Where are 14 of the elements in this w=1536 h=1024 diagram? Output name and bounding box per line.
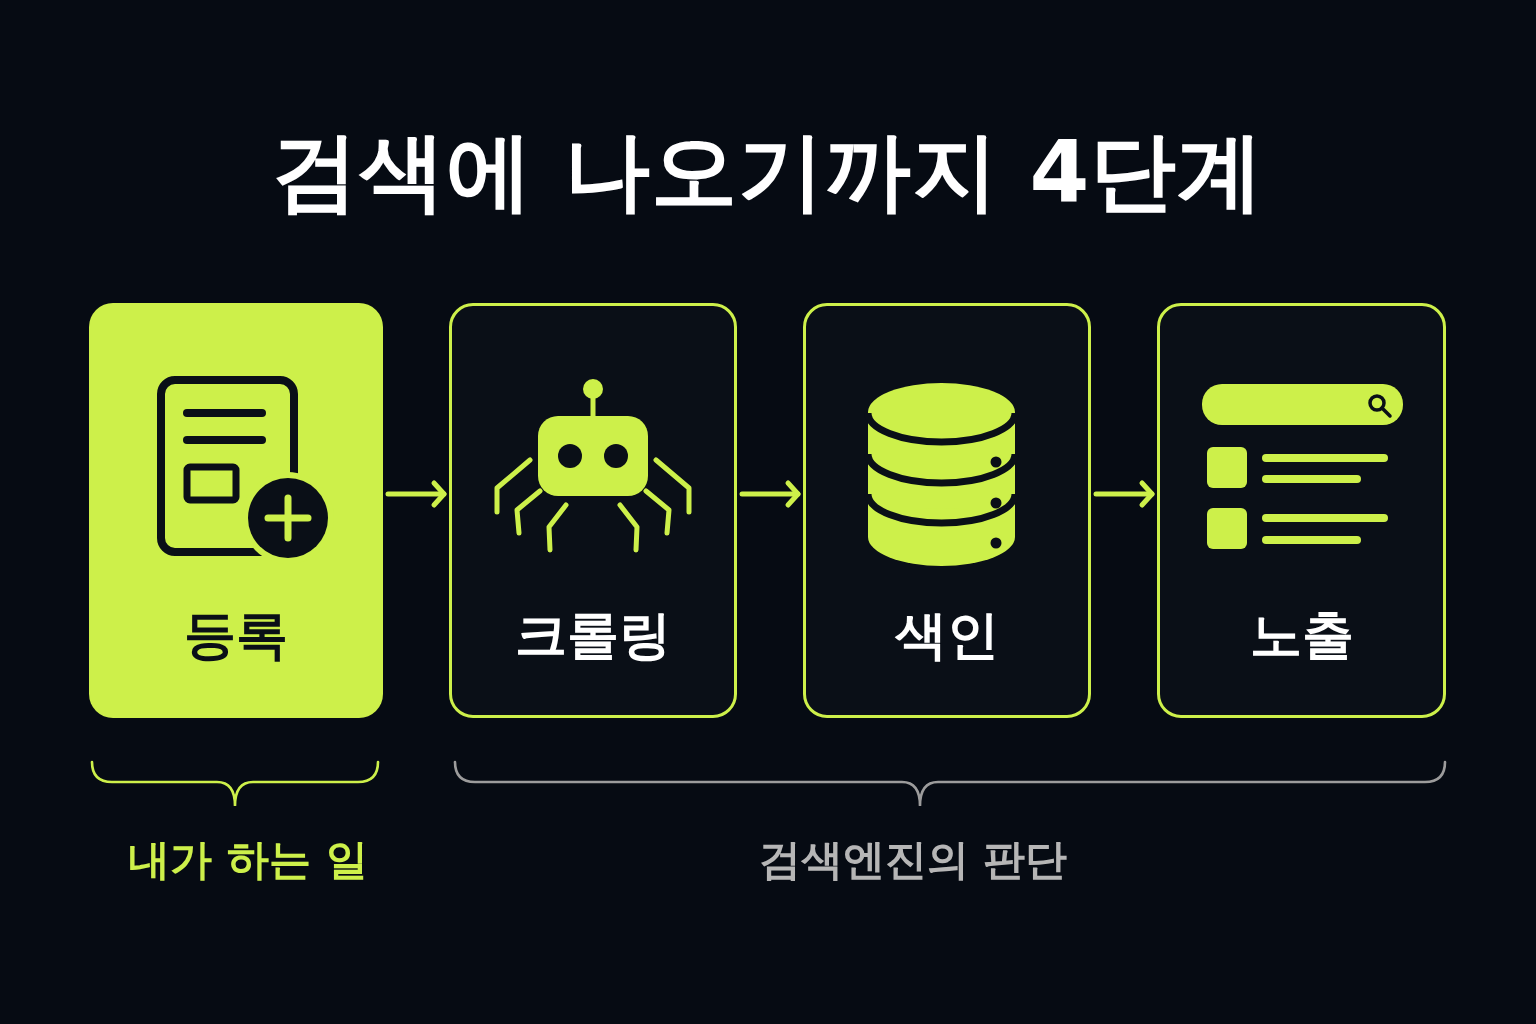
step-label: 크롤링 xyxy=(515,603,671,667)
brace-label: 내가 하는 일 xyxy=(128,834,368,886)
step-label: 색인 xyxy=(895,603,999,667)
step-card xyxy=(803,303,1091,718)
step-card xyxy=(89,303,383,718)
brace-label: 검색엔진의 판단 xyxy=(758,834,1068,886)
step-label: 노출 xyxy=(1249,603,1354,667)
arrow xyxy=(1093,480,1155,508)
step-label: 등록 xyxy=(184,603,288,667)
arrow xyxy=(385,480,447,508)
step-card xyxy=(449,303,737,718)
step-card xyxy=(1157,303,1446,718)
title: 검색에 나오기까지 4단계 xyxy=(271,120,1265,224)
arrow xyxy=(739,480,801,508)
